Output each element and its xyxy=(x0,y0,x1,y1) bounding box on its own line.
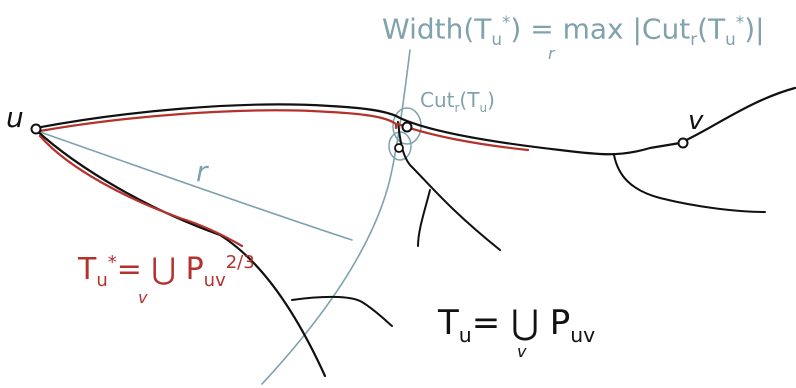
width-formula-end: )| xyxy=(744,12,765,46)
tu-star-union-sub: v xyxy=(138,288,148,307)
width-formula-star: * xyxy=(502,12,511,32)
cut-label-sub: r xyxy=(454,101,460,115)
node-u-label: u xyxy=(6,101,24,134)
cut-label-rest-sub: u xyxy=(479,101,488,115)
tu-star-sup: 2/3 xyxy=(225,252,255,273)
right-branch xyxy=(613,154,766,213)
tu-star-T: T xyxy=(78,252,97,287)
cut-label-rest: (T xyxy=(459,88,480,112)
width-formula-max-sub: r xyxy=(548,44,555,63)
cut-label: Cutr(Tu) xyxy=(420,90,495,114)
width-formula: Width(Tu*) = max |Cutr(Tu*)| xyxy=(382,14,765,48)
tu-formula: Tu= ⋃ Puv xyxy=(438,306,595,345)
tu-P-sub: uv xyxy=(570,322,596,347)
cut-node-dot xyxy=(401,121,413,133)
width-formula-tail: (T xyxy=(697,12,726,46)
tu-star-P-sub: uv xyxy=(203,270,226,291)
width-formula-tail-star: * xyxy=(735,12,745,32)
width-formula-rsub: r xyxy=(690,28,698,49)
lower-side-branch xyxy=(291,295,393,327)
width-formula-rest: ) = max |Cut xyxy=(510,12,691,46)
highlight-lower xyxy=(38,134,244,248)
tu-star-star: * xyxy=(107,252,117,273)
cut-boundary-curve xyxy=(261,49,411,385)
tu-star-formula: Tu*= ⋃ Puv2/3 xyxy=(78,254,255,290)
cut-label-head: Cut xyxy=(420,88,455,112)
width-formula-tail-sub: u xyxy=(725,28,736,49)
middle-side-branch xyxy=(417,189,431,247)
width-formula-sub: u xyxy=(491,28,503,49)
tu-star-eq: = ⋃ P xyxy=(116,252,204,287)
tu-sub: u xyxy=(458,322,472,347)
middle-branch xyxy=(397,121,501,251)
tu-union-sub: v xyxy=(517,342,527,361)
tu-star-sub: u xyxy=(96,270,108,291)
cut-label-end: ) xyxy=(487,88,495,112)
tu-T: T xyxy=(438,303,459,343)
radius-arc xyxy=(39,131,353,241)
node-v-label: v xyxy=(688,106,704,136)
width-formula-head: Width(T xyxy=(382,12,492,46)
cut-node-dot-lower xyxy=(394,143,404,153)
radius-label: r xyxy=(196,155,208,188)
tu-eq: = ⋃ P xyxy=(471,303,571,343)
node-u-dot xyxy=(30,123,42,135)
node-v-dot xyxy=(677,137,689,149)
